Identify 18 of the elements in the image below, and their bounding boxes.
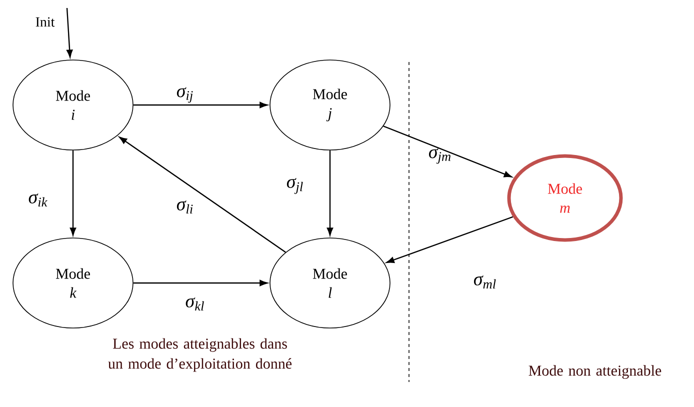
arrow [70,150,76,236]
arrow [386,216,514,264]
edge-label: σ$_{jl}$ [286,178,303,194]
edge-label: σ$_{ij}$ [176,87,193,103]
arrow [66,8,73,58]
edge-label: σ$_{li}$ [176,200,193,214]
arrow [119,136,286,253]
edge-label: σ$_{jm}$ [428,148,451,164]
arrow [383,126,512,178]
arrow [133,280,268,286]
caption-text: Mode non atteignable [528,365,662,379]
arrow [326,150,334,236]
caption-text: Les modes atteignables dans un mode d’exploitation donné [108,338,292,372]
arrow [133,102,268,108]
edge-label: σ$_{ml}$ [474,275,496,289]
edge-label: σ$_{kl}$ [186,297,204,311]
edge-label: Init [36,17,55,27]
edge-label: σ$_{ik}$ [28,193,48,207]
